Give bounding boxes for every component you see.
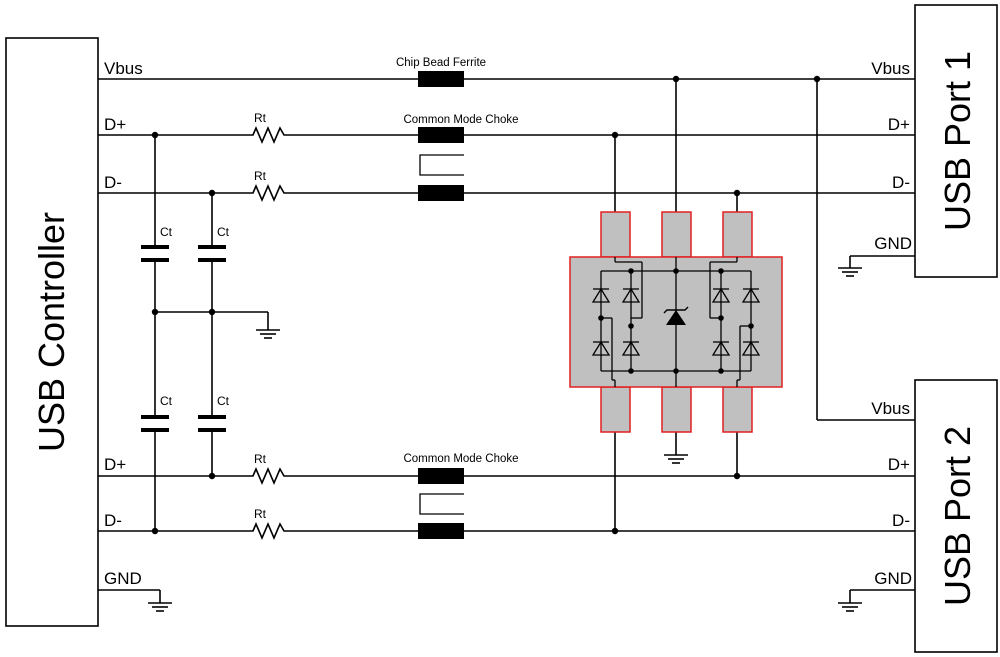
capacitor-ct-2: Ct bbox=[198, 225, 230, 262]
common-mode-choke-bottom: Common Mode Choke bbox=[403, 453, 519, 539]
rt-label-2: Rt bbox=[254, 169, 267, 183]
usb-controller-block: USB Controller bbox=[5, 37, 99, 627]
usb-port-1-label: USB Port 1 bbox=[937, 51, 978, 231]
port2-gnd-label: GND bbox=[874, 569, 912, 588]
choke-bottom-label: Common Mode Choke bbox=[403, 453, 518, 465]
ferrite-label: Chip Bead Ferrite bbox=[396, 57, 486, 69]
capacitor-ct-3: Ct bbox=[141, 394, 173, 432]
controller-gnd-label: GND bbox=[104, 569, 142, 588]
capacitor-ct-4: Ct bbox=[198, 394, 230, 432]
ground-symbol-port1 bbox=[838, 267, 862, 277]
controller-dplus-label-1: D+ bbox=[104, 115, 126, 134]
resistor-rt-1: Rt bbox=[248, 111, 288, 145]
common-mode-choke-top: Common Mode Choke bbox=[403, 114, 519, 201]
resistor-rt-4: Rt bbox=[248, 507, 288, 541]
port1-vbus-label: Vbus bbox=[871, 59, 910, 78]
port1-dminus-label: D- bbox=[892, 173, 910, 192]
port2-vbus-label: Vbus bbox=[871, 399, 910, 418]
port2-dplus-label: D+ bbox=[888, 455, 910, 474]
tvs-diode-array bbox=[569, 211, 783, 433]
usb-controller-label: USB Controller bbox=[31, 212, 72, 452]
rt-label-1: Rt bbox=[254, 111, 267, 125]
usb-port-1-block: USB Port 1 bbox=[914, 4, 998, 278]
ground-symbol-tvs bbox=[664, 454, 688, 464]
ground-symbol-port2 bbox=[838, 602, 862, 612]
controller-dminus-label-2: D- bbox=[104, 511, 122, 530]
port2-dminus-label: D- bbox=[892, 511, 910, 530]
wires bbox=[98, 78, 915, 603]
rt-label-3: Rt bbox=[254, 452, 267, 466]
port1-gnd-label: GND bbox=[874, 234, 912, 253]
rt-label-4: Rt bbox=[254, 507, 267, 521]
ct-label-2: Ct bbox=[217, 225, 230, 239]
controller-dminus-label-1: D- bbox=[104, 173, 122, 192]
capacitor-ct-1: Ct bbox=[141, 225, 173, 262]
ct-label-4: Ct bbox=[217, 394, 230, 408]
ground-symbol-controller bbox=[148, 602, 172, 612]
port1-dplus-label: D+ bbox=[888, 115, 910, 134]
junction-dots bbox=[151, 75, 821, 535]
usb-port-2-block: USB Port 2 bbox=[914, 379, 998, 653]
resistor-rt-3: Rt bbox=[248, 452, 288, 486]
choke-top-label: Common Mode Choke bbox=[403, 114, 518, 126]
ground-symbol-cap bbox=[256, 329, 280, 339]
ct-label-1: Ct bbox=[160, 225, 173, 239]
chip-bead-ferrite: Chip Bead Ferrite bbox=[396, 57, 486, 87]
controller-dplus-label-2: D+ bbox=[104, 455, 126, 474]
ct-label-3: Ct bbox=[160, 394, 173, 408]
usb-port-2-label: USB Port 2 bbox=[937, 426, 978, 606]
resistor-rt-2: Rt bbox=[248, 169, 288, 203]
controller-vbus-label: Vbus bbox=[104, 59, 143, 78]
